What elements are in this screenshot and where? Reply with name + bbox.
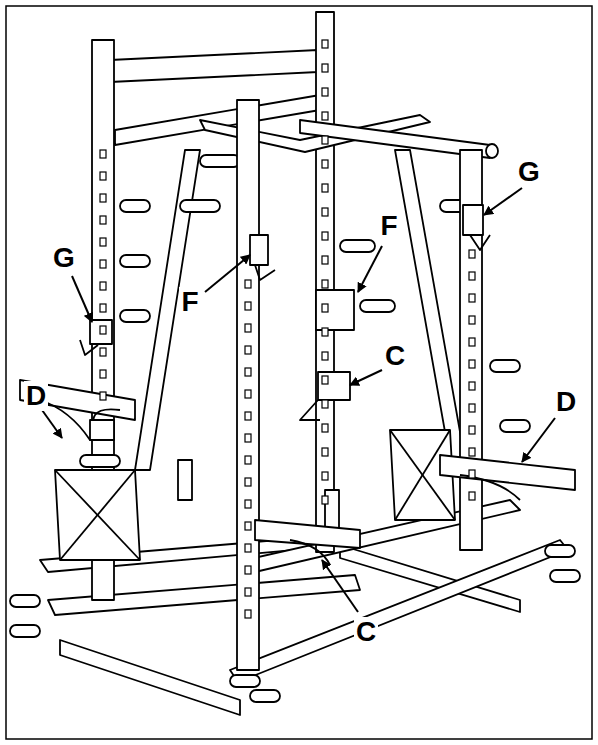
- hole: [245, 346, 251, 354]
- hole: [322, 64, 328, 72]
- hole: [469, 360, 475, 368]
- hole: [469, 470, 475, 478]
- hole: [245, 588, 251, 596]
- hole: [245, 544, 251, 552]
- hole: [469, 448, 475, 456]
- hole: [100, 150, 106, 158]
- callout-letter: F: [378, 211, 399, 241]
- callout-letter: D: [24, 381, 48, 411]
- hole: [100, 282, 106, 290]
- hole: [322, 88, 328, 96]
- hole: [469, 426, 475, 434]
- hole: [469, 338, 475, 346]
- hole: [100, 326, 106, 334]
- hole: [245, 456, 251, 464]
- hole: [100, 216, 106, 224]
- hole: [245, 390, 251, 398]
- hole: [245, 280, 251, 288]
- hole: [322, 304, 328, 312]
- hole: [245, 478, 251, 486]
- hole: [245, 368, 251, 376]
- hole: [245, 610, 251, 618]
- hole: [245, 324, 251, 332]
- hole: [100, 238, 106, 246]
- hole: [322, 280, 328, 288]
- callout-letter: G: [516, 157, 542, 187]
- hole: [322, 328, 328, 336]
- hole: [322, 256, 328, 264]
- hole: [245, 522, 251, 530]
- upright-holes: [100, 40, 475, 618]
- hole: [322, 424, 328, 432]
- hole: [469, 382, 475, 390]
- hole: [100, 392, 106, 400]
- hole: [100, 370, 106, 378]
- hole: [322, 136, 328, 144]
- hole: [322, 160, 328, 168]
- hole: [322, 472, 328, 480]
- callout-letter: F: [179, 287, 200, 317]
- hole: [245, 302, 251, 310]
- hole: [469, 316, 475, 324]
- hole: [245, 434, 251, 442]
- hole: [322, 208, 328, 216]
- leader-arrows: [42, 188, 555, 612]
- hole: [100, 304, 106, 312]
- hole: [469, 272, 475, 280]
- hole: [322, 496, 328, 504]
- hole: [100, 260, 106, 268]
- hole: [100, 172, 106, 180]
- hole: [322, 400, 328, 408]
- callout-letter: D: [554, 387, 578, 417]
- hole: [469, 250, 475, 258]
- rack: [10, 12, 580, 715]
- hole: [100, 348, 106, 356]
- hole: [322, 376, 328, 384]
- frame-border: [6, 6, 592, 739]
- hole: [245, 412, 251, 420]
- hole: [322, 184, 328, 192]
- hole: [322, 232, 328, 240]
- callout-letter: C: [354, 617, 378, 647]
- hole: [100, 194, 106, 202]
- hole: [245, 500, 251, 508]
- hole: [322, 448, 328, 456]
- hole: [245, 566, 251, 574]
- hole: [322, 112, 328, 120]
- callout-letter: G: [51, 243, 77, 273]
- hole: [469, 492, 475, 500]
- hole: [322, 40, 328, 48]
- hole: [322, 352, 328, 360]
- hole: [469, 294, 475, 302]
- hole: [469, 404, 475, 412]
- callout-letter: C: [383, 341, 407, 371]
